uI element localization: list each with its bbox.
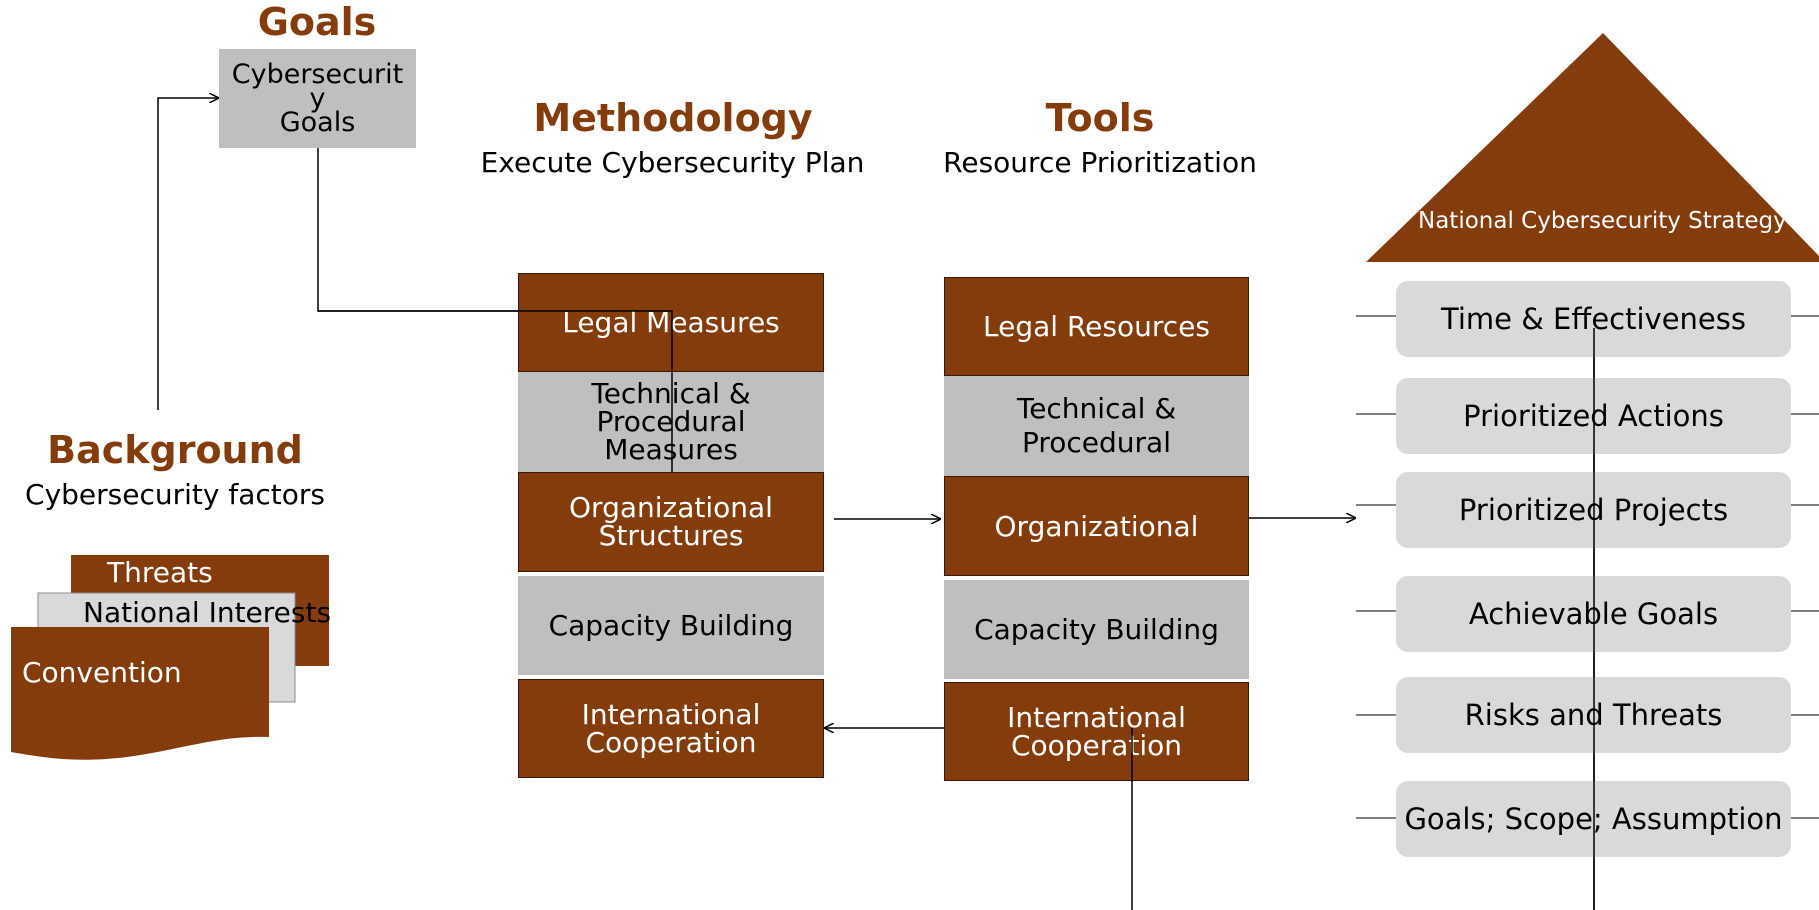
methodology-item-legal: Legal Measures xyxy=(518,273,824,372)
strategy-right-ticks xyxy=(1791,315,1819,819)
background-subtitle: Cybersecurity factors xyxy=(25,478,325,511)
strategy-roof xyxy=(1366,33,1819,262)
methodology-item-capacity: Capacity Building xyxy=(518,576,824,675)
strategy-pillar: Goals; Scope; Assumption xyxy=(1396,781,1791,857)
doc-convention-shape xyxy=(11,627,269,760)
tools-item-organizational: Organizational xyxy=(944,476,1249,576)
methodology-item-international: International Cooperation xyxy=(518,679,824,778)
strategy-pillar: Prioritized Actions xyxy=(1396,378,1791,454)
goals-box-line: Cybersecurit xyxy=(231,58,404,90)
strategy-pillar: Prioritized Projects xyxy=(1396,472,1791,548)
tools-subtitle: Resource Prioritization xyxy=(943,146,1257,179)
strategy-pillar: Time & Effectiveness xyxy=(1396,281,1791,357)
tools-item-international: International Cooperation xyxy=(944,682,1249,781)
goals-box: Cybersecurit y Goals xyxy=(219,49,416,148)
strategy-left-ticks xyxy=(1356,315,1396,819)
tools-title: Tools xyxy=(1045,96,1155,140)
tools-item-legal: Legal Resources xyxy=(944,277,1249,376)
methodology-title: Methodology xyxy=(533,96,813,140)
methodology-item-organizational: Organizational Structures xyxy=(518,472,824,572)
doc-convention-label: Convention xyxy=(22,656,182,689)
goals-box-line: y xyxy=(309,82,326,114)
doc-national-interests-label: National Interests xyxy=(83,596,332,629)
background-title: Background xyxy=(47,428,303,472)
tools-item-technical: Technical & Procedural xyxy=(944,376,1249,476)
strategy-pillar: Risks and Threats xyxy=(1396,677,1791,753)
strategy-roof-label: National Cybersecurity Strategy xyxy=(1418,208,1787,234)
goals-box-line: Goals xyxy=(279,106,356,138)
doc-threats-label: Threats xyxy=(107,556,213,589)
background-to-goals-arrow xyxy=(157,98,218,410)
methodology-subtitle: Execute Cybersecurity Plan xyxy=(480,146,865,179)
strategy-pillar: Achievable Goals xyxy=(1396,576,1791,652)
goals-title: Goals xyxy=(257,0,377,44)
methodology-item-technical: Technical & Procedural Measures xyxy=(518,372,824,472)
tools-item-capacity: Capacity Building xyxy=(944,580,1249,679)
